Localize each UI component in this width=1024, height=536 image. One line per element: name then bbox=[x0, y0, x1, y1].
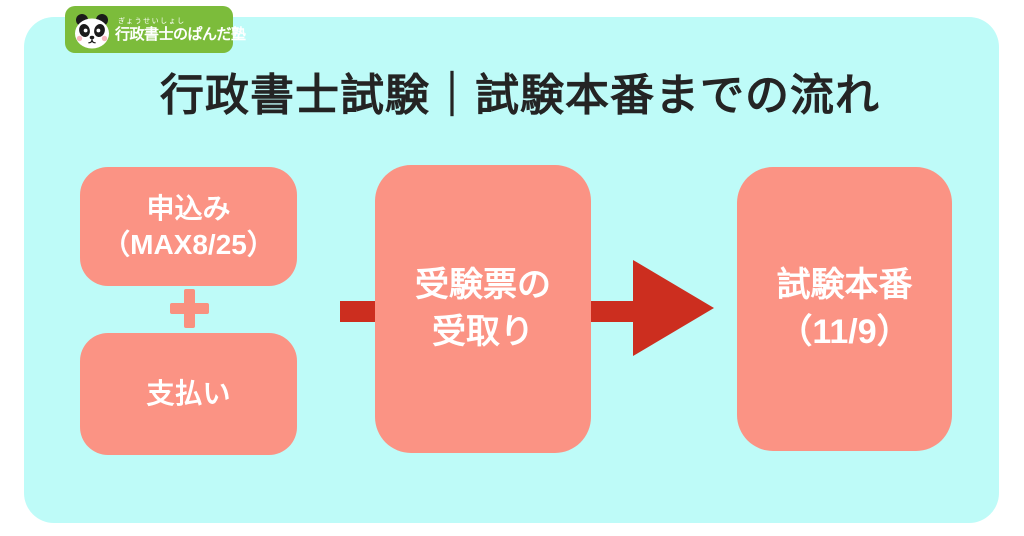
step-line: 受験票の bbox=[415, 266, 551, 304]
arrow-right-icon bbox=[591, 260, 714, 356]
step-box-exam-day: 試験本番 （11/9） bbox=[737, 167, 952, 451]
brand-text: ぎょうせいしょし 行政書士のぱんだ塾 bbox=[115, 18, 246, 42]
brand-badge: ぎょうせいしょし 行政書士のぱんだ塾 bbox=[65, 6, 246, 53]
arrow-head bbox=[633, 260, 714, 356]
step-line: 試験本番 bbox=[776, 266, 913, 304]
step-line: （MAX8/25） bbox=[102, 228, 275, 260]
page-title: 行政書士試験｜試験本番までの流れ bbox=[160, 71, 880, 120]
step-line: 受取り bbox=[432, 313, 534, 351]
step-line: 申込み bbox=[146, 192, 231, 224]
step-line: 支払い bbox=[146, 378, 231, 409]
plus-horizontal-bar bbox=[170, 303, 209, 314]
connector-bar bbox=[340, 301, 376, 322]
arrow-shaft bbox=[591, 301, 634, 322]
step-box-application: 申込み （MAX8/25） bbox=[80, 167, 297, 286]
logo-furigana: ぎょうせいしょし bbox=[118, 17, 186, 25]
panda-icon bbox=[75, 14, 109, 49]
logo-label: 行政書士のぱんだ塾 bbox=[115, 25, 246, 43]
step-line: （11/9） bbox=[778, 313, 911, 351]
plus-icon bbox=[170, 289, 209, 328]
step-box-payment: 支払い bbox=[80, 333, 297, 455]
step-box-admission-ticket: 受験票の 受取り bbox=[375, 165, 591, 453]
